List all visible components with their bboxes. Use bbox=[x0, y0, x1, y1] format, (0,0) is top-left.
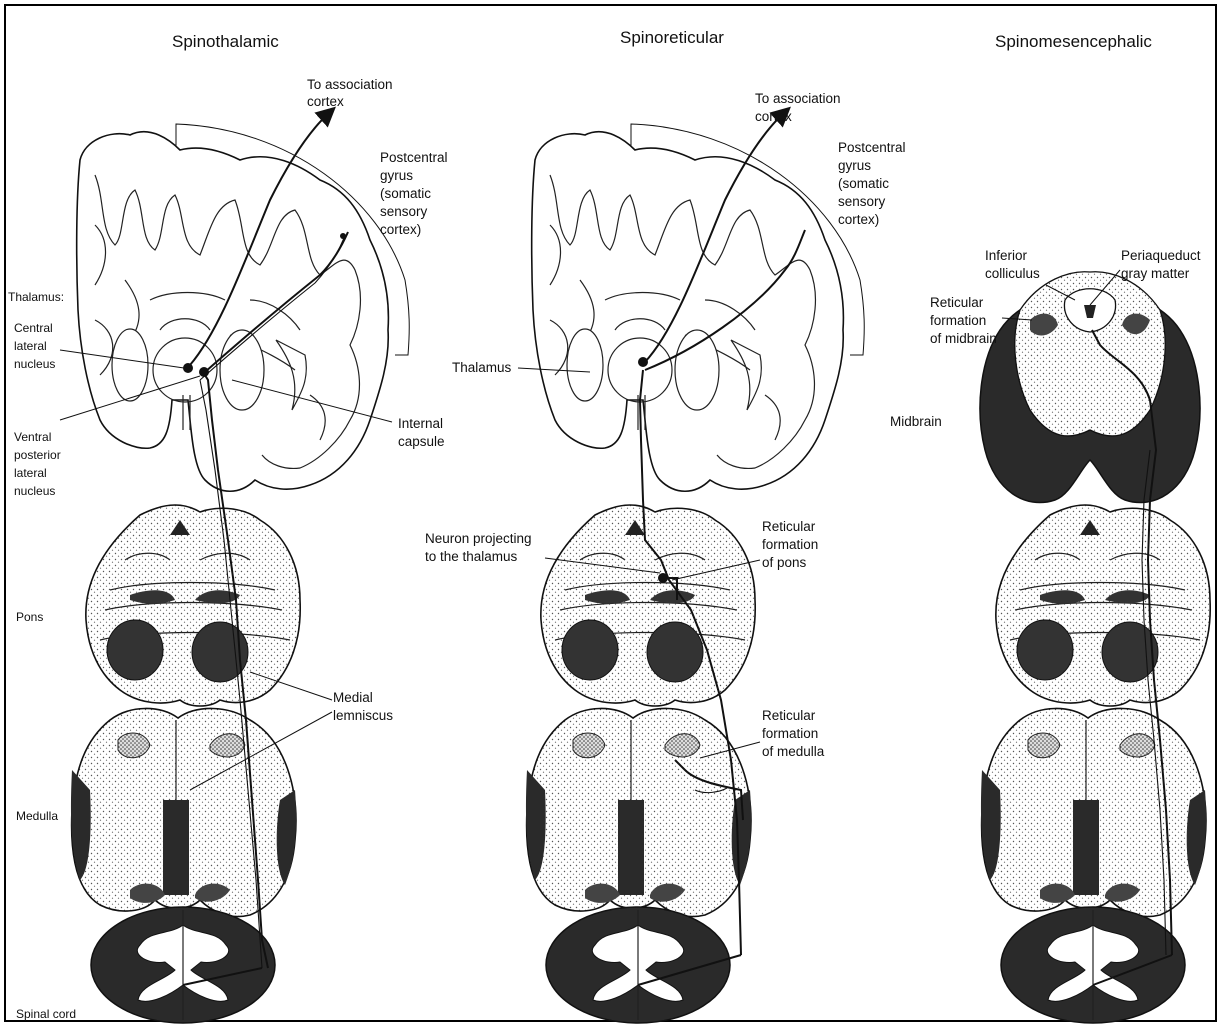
label-reticular-medulla-b: formation bbox=[762, 726, 818, 741]
label-internal-capsule-b: capsule bbox=[398, 434, 445, 449]
label-midbrain: Midbrain bbox=[890, 414, 942, 429]
label-postcentral-1c: (somatic bbox=[380, 186, 431, 201]
label-ventral-posterior-a: Ventral bbox=[14, 430, 51, 444]
label-medial-lemniscus-a: Medial bbox=[333, 690, 373, 705]
label-postcentral-1e: cortex) bbox=[380, 222, 421, 237]
label-medial-lemniscus-b: lemniscus bbox=[333, 708, 393, 723]
label-central-lateral-c: nucleus bbox=[14, 357, 55, 371]
label-reticular-pons-a: Reticular bbox=[762, 519, 816, 534]
label-to-association-1: To association bbox=[307, 77, 393, 92]
label-postcentral-2c: (somatic bbox=[838, 176, 889, 191]
label-periaqueduct-a: Periaqueduct bbox=[1121, 248, 1201, 263]
spinothalamic-column bbox=[71, 112, 409, 1023]
label-ventral-posterior-b: posterior bbox=[14, 448, 61, 462]
label-inferior-colliculus-a: Inferior bbox=[985, 248, 1028, 263]
label-reticular-midbrain-b: formation bbox=[930, 313, 986, 328]
label-postcentral-1b: gyrus bbox=[380, 168, 413, 183]
title-spinothalamic: Spinothalamic bbox=[172, 32, 279, 51]
label-neuron-projecting-a: Neuron projecting bbox=[425, 531, 532, 546]
label-reticular-medulla-a: Reticular bbox=[762, 708, 816, 723]
label-postcentral-2b: gyrus bbox=[838, 158, 871, 173]
label-to-association-1b: cortex bbox=[307, 94, 344, 109]
label-spinal-cord: Spinal cord bbox=[16, 1007, 76, 1021]
label-central-lateral-a: Central bbox=[14, 321, 53, 335]
label-internal-capsule-a: Internal bbox=[398, 416, 443, 431]
spinoreticular-column bbox=[526, 112, 864, 1023]
label-neuron-projecting-b: to the thalamus bbox=[425, 549, 518, 564]
label-central-lateral-b: lateral bbox=[14, 339, 47, 353]
title-spinoreticular: Spinoreticular bbox=[620, 28, 724, 47]
label-postcentral-2e: cortex) bbox=[838, 212, 879, 227]
label-medulla: Medulla bbox=[16, 809, 58, 823]
label-to-association-2b: cortex bbox=[755, 109, 792, 124]
label-reticular-pons-c: of pons bbox=[762, 555, 807, 570]
label-postcentral-1d: sensory bbox=[380, 204, 428, 219]
label-thalamus-2: Thalamus bbox=[452, 360, 512, 375]
label-reticular-midbrain-a: Reticular bbox=[930, 295, 984, 310]
label-pons: Pons bbox=[16, 610, 43, 624]
label-postcentral-2d: sensory bbox=[838, 194, 886, 209]
label-postcentral-1a: Postcentral bbox=[380, 150, 448, 165]
label-periaqueduct-b: gray matter bbox=[1121, 266, 1190, 281]
label-reticular-pons-b: formation bbox=[762, 537, 818, 552]
label-ventral-posterior-d: nucleus bbox=[14, 484, 55, 498]
label-reticular-medulla-c: of medulla bbox=[762, 744, 825, 759]
spinomesencephalic-column bbox=[980, 272, 1210, 1023]
label-to-association-2: To association bbox=[755, 91, 841, 106]
label-reticular-midbrain-c: of midbrain bbox=[930, 331, 997, 346]
label-thalamus-1: Thalamus: bbox=[8, 290, 64, 304]
label-inferior-colliculus-b: colliculus bbox=[985, 266, 1040, 281]
label-ventral-posterior-c: lateral bbox=[14, 466, 47, 480]
label-postcentral-2a: Postcentral bbox=[838, 140, 906, 155]
title-spinomesencephalic: Spinomesencephalic bbox=[995, 32, 1152, 51]
